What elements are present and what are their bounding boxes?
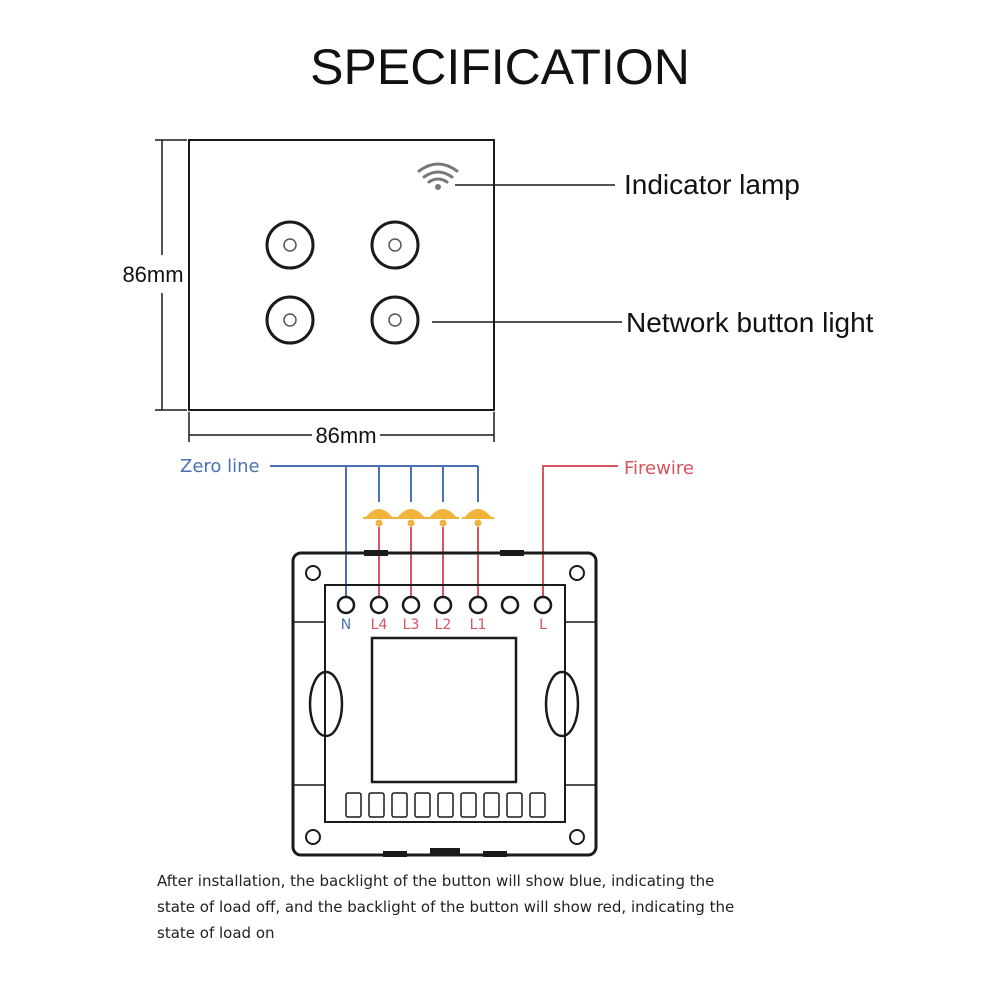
lamp-icon-l2 [427,509,459,527]
touch-button-3 [265,295,315,345]
width-dimension [188,412,495,442]
terminal-n [336,595,356,615]
terminal-label-l2: L2 [435,617,452,633]
terminal-l [533,595,553,615]
lamp-icon-l4 [363,509,395,527]
installation-note: After installation, the backlight of the… [157,872,735,942]
terminal-blank [500,595,520,615]
terminal-label-l1: L1 [470,617,487,633]
terminal-l3 [401,595,421,615]
terminal-block [336,595,553,615]
terminal-label-l4: L4 [371,617,388,633]
wifi-icon [417,162,459,190]
terminal-label-n: N [341,617,351,633]
touch-button-4 [370,295,420,345]
touch-button-1 [265,220,315,270]
touch-button-2 [370,220,420,270]
terminal-label-l3: L3 [403,617,420,633]
height-dimension-label: 86mm [122,262,183,287]
indicator-lamp-label: Indicator lamp [624,169,800,200]
terminal-l1 [468,595,488,615]
terminal-label-l: L [539,617,547,633]
network-button-light-label: Network button light [626,307,874,338]
switch-front-panel [188,139,495,411]
zero-line-label: Zero line [180,456,260,477]
switch-back-housing [291,550,598,857]
lamp-icon-l3 [395,509,427,527]
terminal-l4 [369,595,389,615]
height-dimension [155,139,187,411]
neutral-wiring [270,465,479,598]
page-title: SPECIFICATION [310,39,690,95]
firewire-label: Firewire [624,458,694,479]
width-dimension-label: 86mm [315,423,376,448]
terminal-l2 [433,595,453,615]
lamp-icon-l1 [462,509,494,527]
